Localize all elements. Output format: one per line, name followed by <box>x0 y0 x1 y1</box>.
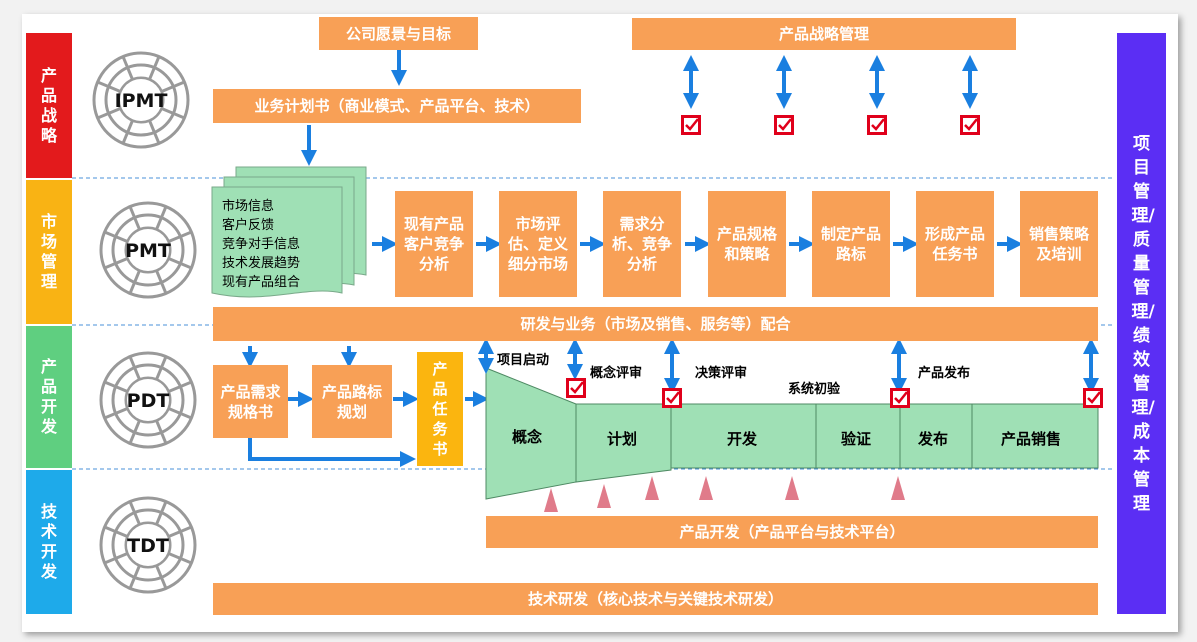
triangle-marker <box>699 476 713 500</box>
market-step-box: 现有产品客户竞争分析 <box>395 191 473 297</box>
lane-technology: 技术开发 <box>26 470 72 614</box>
team-circle-pmt: PMT <box>99 201 197 299</box>
portfolio-box: 产品战略管理 <box>632 18 1016 50</box>
phase-label: 发布 <box>918 430 949 448</box>
checkbox-icon <box>774 115 794 135</box>
lane-development: 产品开发 <box>26 326 72 468</box>
phase-label: 产品销售 <box>1001 430 1062 448</box>
triangle-marker <box>891 476 905 500</box>
phase-bar <box>670 403 1099 469</box>
platform-bar: 产品开发（产品平台与技术平台） <box>486 516 1098 548</box>
team-circle-label: TDT <box>127 535 169 557</box>
team-circle-label: PMT <box>125 240 171 262</box>
phase-label: 验证 <box>841 430 872 448</box>
milestone-label: 概念评审 <box>590 366 643 381</box>
triangle-marker <box>597 484 611 508</box>
phase-label: 概念 <box>512 428 543 446</box>
phase-label: 计划 <box>607 430 638 448</box>
market-step-box: 形成产品任务书 <box>916 191 994 297</box>
vision-box: 公司愿景与目标 <box>319 17 478 50</box>
collab-bar: 研发与业务（市场及销售、服务等）配合 <box>213 307 1098 341</box>
lane-strategy: 产品战略 <box>26 33 72 178</box>
milestone-label: 产品发布 <box>918 366 971 381</box>
funnel-shape <box>575 403 672 483</box>
triangle-marker <box>645 476 659 500</box>
milestone-label: 系统初验 <box>788 382 841 397</box>
market-step-box: 需求分析、竞争分析 <box>603 191 681 297</box>
requirement-spec-box: 产品需求规格书 <box>213 365 288 438</box>
team-circle-ipmt: IPMT <box>92 51 190 149</box>
team-circle-label: PDT <box>127 390 170 412</box>
checkbox-icon <box>681 115 701 135</box>
team-circle-tdt: TDT <box>99 496 197 594</box>
document-stack-icon <box>211 166 367 298</box>
checkbox-icon <box>867 115 887 135</box>
checkbox-icon <box>566 378 586 398</box>
management-sidebar: 项目管理/质量管理/绩效管理/成本管理 <box>1117 33 1166 614</box>
team-circle-pdt: PDT <box>99 351 197 449</box>
charter-box: 产品任务书 <box>417 352 463 466</box>
market-step-box: 制定产品路标 <box>812 191 890 297</box>
triangle-marker <box>544 488 558 512</box>
roadmap-plan-box: 产品路标规划 <box>312 365 392 438</box>
market-step-box: 销售策略及培训 <box>1020 191 1098 297</box>
checkbox-icon <box>662 388 682 408</box>
checkbox-icon <box>960 115 980 135</box>
checkbox-icon <box>1083 388 1103 408</box>
arrow <box>248 438 416 467</box>
market-step-box: 产品规格和策略 <box>708 191 786 297</box>
milestone-label: 决策评审 <box>695 366 748 381</box>
market-inputs: 市场信息 客户反馈 竞争对手信息 技术发展趋势 现有产品组合 <box>222 199 301 290</box>
phase-label: 开发 <box>727 430 758 448</box>
business-plan-box: 业务计划书（商业模式、产品平台、技术） <box>213 89 581 123</box>
triangle-marker <box>785 476 799 500</box>
research-bar: 技术研发（核心技术与关键技术研发） <box>213 583 1098 615</box>
milestone-label: 项目启动 <box>497 353 550 368</box>
market-step-box: 市场评估、定义细分市场 <box>499 191 577 297</box>
lane-market: 市场管理 <box>26 180 72 324</box>
team-circle-label: IPMT <box>115 90 168 112</box>
checkbox-icon <box>890 388 910 408</box>
